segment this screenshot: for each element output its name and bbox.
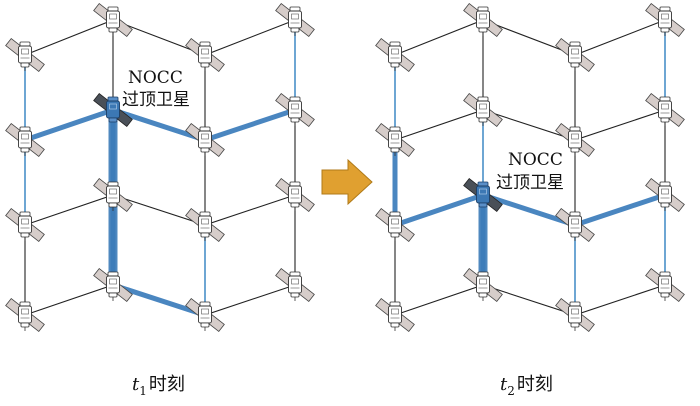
satellite xyxy=(93,268,133,302)
satellite xyxy=(555,208,595,242)
satellite xyxy=(555,298,595,332)
time-suffix: 时刻 xyxy=(517,374,553,395)
time-suffix: 时刻 xyxy=(149,374,185,395)
satellite xyxy=(555,38,595,72)
right-annotation-nocc: NOCC xyxy=(508,150,563,170)
satellite xyxy=(645,268,685,302)
satellite xyxy=(275,93,315,127)
satellite xyxy=(5,38,45,72)
satellite xyxy=(645,93,685,127)
satellite xyxy=(185,38,225,72)
satellite xyxy=(463,3,503,37)
satellite xyxy=(645,3,685,37)
left-annotation-nocc: NOCC xyxy=(128,68,183,88)
left-satellites xyxy=(5,3,315,332)
time-variable: t xyxy=(132,374,140,395)
satellite xyxy=(275,178,315,212)
satellite xyxy=(645,178,685,212)
satellite xyxy=(5,298,45,332)
right-annotation-overhead: 过顶卫星 xyxy=(496,173,564,193)
satellite xyxy=(93,178,133,212)
time-subscript: 2 xyxy=(507,384,515,398)
satellite xyxy=(375,208,415,242)
satellite xyxy=(275,268,315,302)
satellite xyxy=(5,123,45,157)
satellite xyxy=(375,298,415,332)
satellite xyxy=(375,38,415,72)
left-links xyxy=(22,19,298,318)
satellite xyxy=(463,93,503,127)
satellite xyxy=(185,123,225,157)
satellite xyxy=(93,3,133,37)
satellite xyxy=(275,3,315,37)
left-annotation-overhead: 过顶卫星 xyxy=(122,90,190,110)
time-variable: t xyxy=(500,374,508,395)
satellite xyxy=(185,208,225,242)
satellite xyxy=(185,298,225,332)
transition-arrow xyxy=(321,158,373,206)
satellite xyxy=(5,208,45,242)
satellite xyxy=(375,123,415,157)
time-subscript: 1 xyxy=(139,384,147,398)
satellite xyxy=(463,268,503,302)
